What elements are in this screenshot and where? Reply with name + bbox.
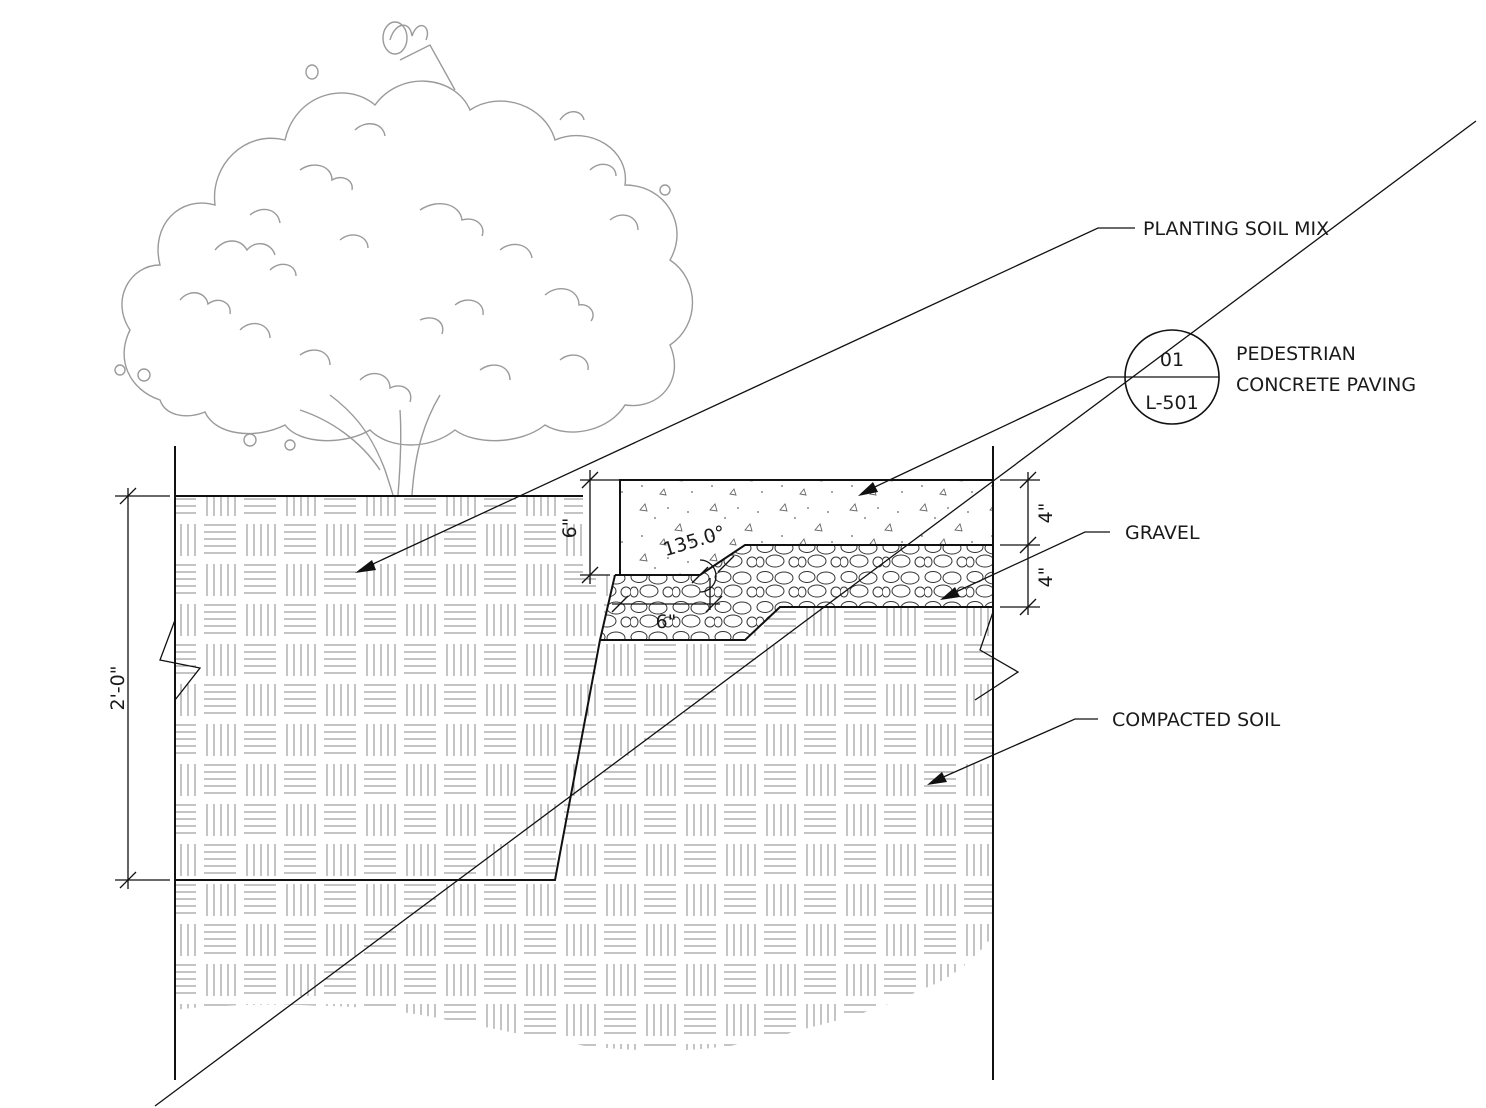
- pedestrian-label-line2: CONCRETE PAVING: [1236, 374, 1416, 396]
- paving-step-label: 6": [559, 518, 581, 539]
- dimension-paving-step: 6": [559, 470, 625, 584]
- detail-sheet: L-501: [1145, 392, 1198, 414]
- existing-subgrade-area: [175, 880, 993, 1051]
- gravel-thickness-label: 4": [1035, 567, 1057, 588]
- detail-number: 01: [1160, 349, 1184, 371]
- callout-planting-soil-mix: PLANTING SOIL MIX: [355, 218, 1329, 573]
- dimension-paving-thickness: 4" 4": [1000, 471, 1057, 616]
- tree-illustration: [114, 21, 694, 496]
- paving-thickness-label: 4": [1035, 503, 1057, 524]
- callout-gravel: GRAVEL: [940, 522, 1200, 600]
- total-depth-label: 2'-0": [107, 666, 129, 711]
- gravel-extension-label: 6": [656, 611, 677, 633]
- gravel-label: GRAVEL: [1125, 522, 1200, 544]
- callout-pedestrian-paving: 01 L-501 PEDESTRIAN CONCRETE PAVING: [858, 329, 1416, 496]
- callout-compacted-soil: COMPACTED SOIL: [927, 709, 1281, 785]
- dimension-total-depth: 2'-0": [107, 487, 170, 889]
- compacted-soil-area: [555, 607, 993, 880]
- dimension-gravel-extension: 6": [611, 578, 723, 633]
- compacted-soil-label: COMPACTED SOIL: [1112, 709, 1281, 731]
- section-cut-line: [154, 120, 1477, 1107]
- pedestrian-label-line1: PEDESTRIAN: [1236, 343, 1356, 365]
- planting-soil-mix-label: PLANTING SOIL MIX: [1143, 218, 1329, 240]
- planting-soil-mix-area: [175, 496, 615, 880]
